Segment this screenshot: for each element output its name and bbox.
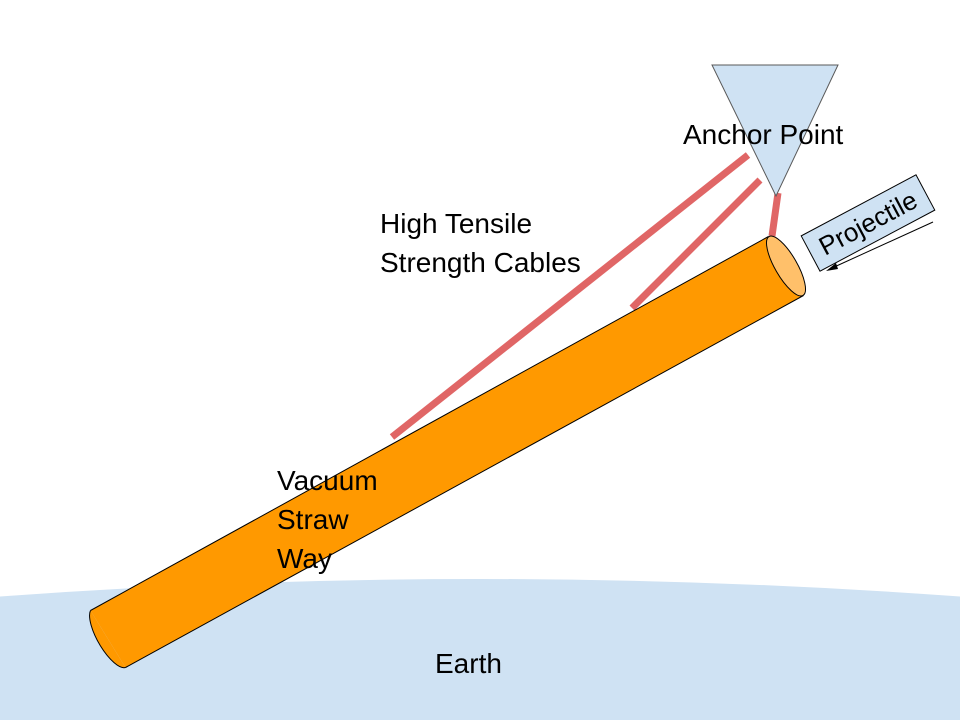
arrowhead-icon	[826, 263, 838, 271]
projectile-box: Projectile	[800, 174, 936, 272]
tube-body	[90, 236, 804, 668]
cables-label-line2: Strength Cables	[380, 247, 581, 278]
cables-label-line1: High Tensile	[380, 208, 532, 239]
straw-label-line1: Vacuum	[277, 465, 378, 496]
projectile-rect	[800, 174, 936, 272]
earth-surface	[0, 579, 960, 720]
anchor-point-triangle	[711, 64, 839, 198]
vacuum-straw-tube	[89, 235, 806, 669]
tube-edge-bottom	[125, 295, 804, 668]
cable-outer	[389, 152, 751, 440]
earth-label: Earth	[435, 648, 502, 679]
tube-edge-top	[90, 236, 769, 611]
straw-label-line2: Straw	[277, 504, 349, 535]
cable-middle	[629, 177, 763, 311]
tube-near-end	[89, 610, 126, 669]
anchor-point-label: Anchor Point	[683, 119, 844, 150]
cable-inner	[768, 192, 782, 237]
tube-open-end	[766, 235, 806, 297]
straw-label-line3: Way	[277, 543, 332, 574]
projectile-direction-arrow	[826, 221, 934, 271]
